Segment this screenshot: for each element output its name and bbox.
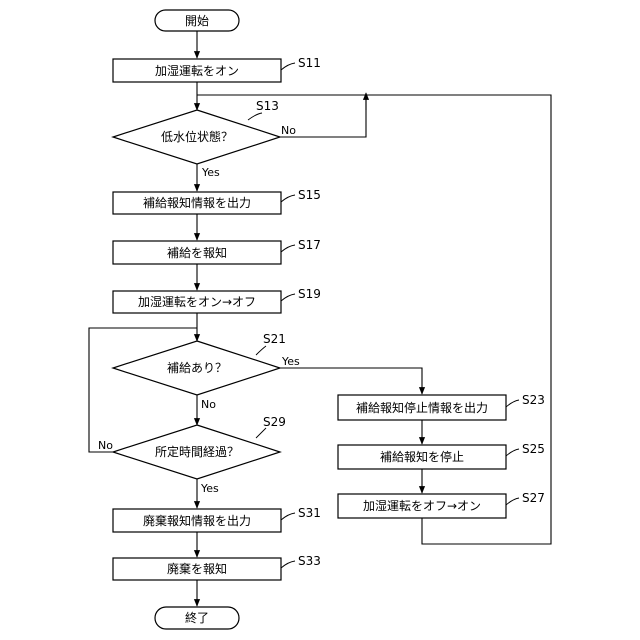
- step-label-s17: S17: [298, 238, 321, 252]
- step-label-s21: S21: [263, 332, 286, 346]
- node-s25-label: 補給報知を停止: [380, 449, 464, 464]
- node-s31-label: 廃棄報知情報を出力: [143, 513, 251, 528]
- leader-s15: [281, 195, 295, 202]
- leader-s27: [506, 498, 519, 505]
- node-s21: 補給あり？: [113, 341, 280, 395]
- node-s17-label: 補給を報知: [167, 246, 227, 260]
- step-label-s31: S31: [298, 506, 321, 520]
- edge-s27-return-loop: [197, 95, 551, 544]
- leader-s19: [281, 294, 295, 301]
- node-start-label: 開始: [185, 14, 209, 28]
- leader-s23: [506, 400, 519, 407]
- leader-s21: [256, 346, 266, 355]
- node-s13: 低水位状態？: [113, 110, 280, 164]
- branch-label-s29-no: No: [98, 439, 113, 452]
- node-s25: 補給報知を停止: [338, 445, 506, 469]
- branch-label-s21-no: No: [201, 398, 216, 411]
- node-s33: 廃棄を報知: [113, 558, 281, 580]
- leader-s17: [281, 245, 295, 252]
- node-s29: 所定時間経過？: [113, 425, 280, 479]
- leader-s33: [281, 561, 295, 568]
- node-s29-label: 所定時間経過？: [155, 444, 239, 459]
- step-label-s23: S23: [522, 393, 545, 407]
- node-s11: 加湿運転をオン: [113, 59, 281, 82]
- node-s31: 廃棄報知情報を出力: [113, 509, 281, 532]
- node-s19: 加湿運転をオン→オフ: [113, 291, 281, 313]
- step-label-s25: S25: [522, 442, 545, 456]
- node-s19-label: 加湿運転をオン→オフ: [138, 294, 256, 309]
- step-label-s15: S15: [298, 188, 321, 202]
- leader-s31: [281, 513, 295, 520]
- node-s11-label: 加湿運転をオン: [155, 63, 239, 78]
- step-label-s29: S29: [263, 415, 286, 429]
- step-label-s33: S33: [298, 554, 321, 568]
- node-end: 終了: [155, 607, 239, 629]
- node-s27: 加湿運転をオフ→オン: [338, 494, 506, 518]
- branch-label-s21-yes: Yes: [281, 355, 300, 368]
- edge-s21-yes: [280, 368, 422, 394]
- node-s27-label: 加湿運転をオフ→オン: [363, 498, 481, 513]
- leader-s29: [256, 428, 266, 438]
- step-label-s27: S27: [522, 491, 545, 505]
- branch-label-s29-yes: Yes: [200, 482, 219, 495]
- branch-label-s13-yes: Yes: [201, 166, 220, 179]
- leader-s13: [248, 113, 262, 120]
- leader-s11: [281, 63, 295, 70]
- branch-label-s13-no: No: [281, 124, 296, 137]
- node-s23: 補給報知停止情報を出力: [338, 395, 506, 420]
- node-s33-label: 廃棄を報知: [167, 561, 227, 576]
- node-end-label: 終了: [185, 610, 209, 625]
- step-label-s11: S11: [298, 56, 321, 70]
- node-s15: 補給報知情報を出力: [113, 192, 281, 214]
- node-s15-label: 補給報知情報を出力: [143, 196, 251, 210]
- node-start: 開始: [155, 10, 239, 31]
- node-s21-label: 補給あり？: [167, 361, 227, 375]
- node-s23-label: 補給報知停止情報を出力: [356, 400, 488, 415]
- step-label-s13: S13: [256, 99, 279, 113]
- node-s17: 補給を報知: [113, 241, 281, 264]
- step-label-s19: S19: [298, 287, 321, 301]
- node-s13-label: 低水位状態？: [161, 129, 233, 144]
- leader-s25: [506, 449, 519, 456]
